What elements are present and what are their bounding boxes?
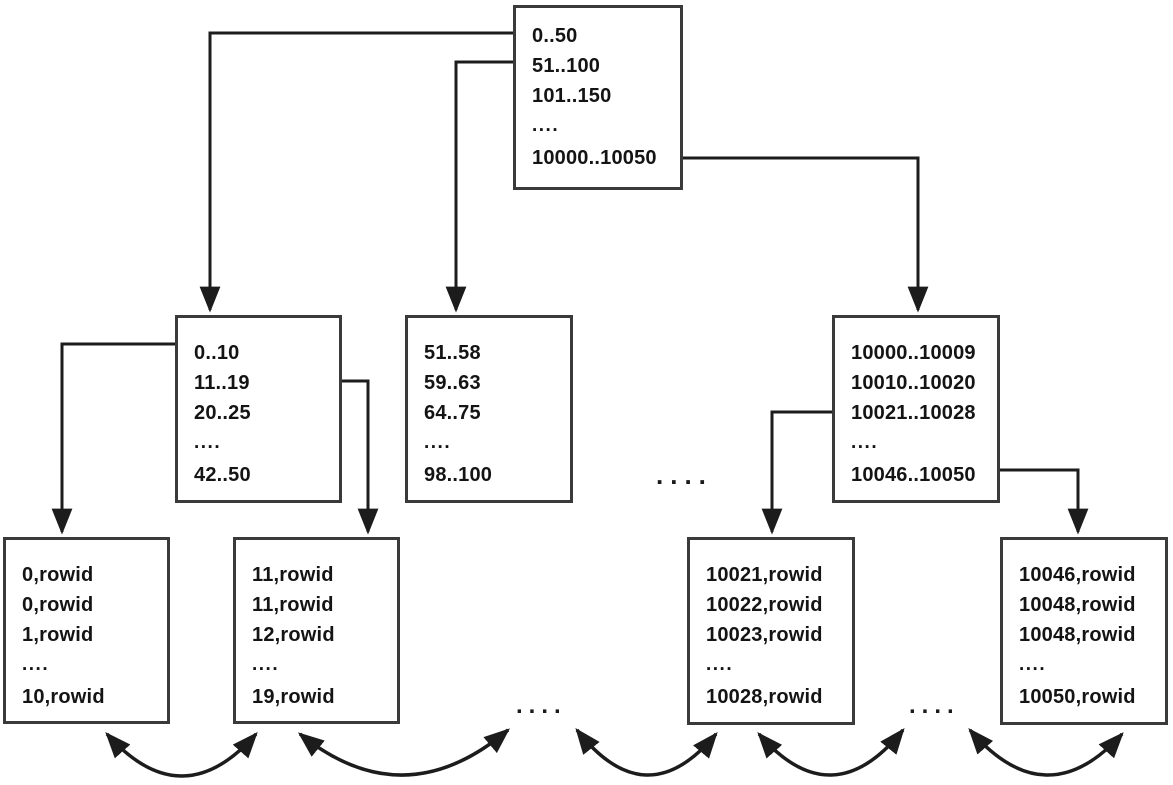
node-entry: 10000..10050 [532,147,657,169]
node-entry: 42..50 [194,464,251,486]
node-root: 0..50 51..100 101..150 .... 10000..10050 [513,5,683,190]
edge-root-to-branch1 [199,31,513,313]
node-entry: 0,rowid [22,594,94,616]
node-entry: 10000..10009 [851,342,976,364]
arc-leaf1-leaf2 [105,732,258,778]
node-entry: 10046,rowid [1019,564,1136,586]
node-entry: 10048,rowid [1019,624,1136,646]
node-entry: 10022,rowid [706,594,823,616]
node-leaf3: 10021,rowid 10022,rowid 10023,rowid ....… [687,537,855,725]
node-entry: 11,rowid [252,594,334,616]
node-entry: 0..50 [532,25,578,47]
node-entry: 51..58 [424,342,481,364]
edge-branch3-to-leaf3 [761,410,832,535]
node-entry: 0..10 [194,342,240,364]
node-entry: 10023,rowid [706,624,823,646]
node-entry: 11,rowid [252,564,334,586]
node-entry: 1,rowid [22,624,94,646]
ellipsis-branch-level: .... [656,460,713,490]
node-leaf1: 0,rowid 0,rowid 1,rowid .... 10,rowid [3,537,170,724]
ellipsis-leaf-gap-1: .... [516,692,567,719]
ellipsis-leaf-gap-2: .... [909,692,960,719]
node-entry: 0,rowid [22,564,94,586]
node-leaf2: 11,rowid 11,rowid 12,rowid .... 19,rowid [233,537,400,724]
node-entry-ellipsis: .... [1019,654,1047,675]
node-branch1: 0..10 11..19 20..25 .... 42..50 [175,315,342,503]
node-entry: 59..63 [424,372,481,394]
node-entry: 101..150 [532,85,612,107]
node-entry: 10021..10028 [851,402,976,424]
node-entry: 12,rowid [252,624,335,646]
node-entry: 10,rowid [22,686,105,708]
node-entry-ellipsis: .... [851,432,879,453]
arc-leaf2-ellipsis1 [297,728,510,777]
node-entry: 20..25 [194,402,251,424]
arc-ellipsis2-leaf4 [968,728,1124,777]
node-entry: 10028,rowid [706,686,823,708]
node-entry-ellipsis: .... [532,115,560,136]
node-entry: 10010..10020 [851,372,976,394]
node-entry: 19,rowid [252,686,335,708]
node-entry: 11..19 [194,372,250,394]
node-entry: 51..100 [532,55,601,77]
node-entry: 10048,rowid [1019,594,1136,616]
node-leaf4: 10046,rowid 10048,rowid 10048,rowid ....… [1000,537,1168,725]
node-branch3: 10000..10009 10010..10020 10021..10028 .… [832,315,1000,503]
node-entry-ellipsis: .... [22,654,50,675]
node-entry: 10050,rowid [1019,686,1136,708]
node-entry-ellipsis: .... [252,654,280,675]
node-entry: 10021,rowid [706,564,823,586]
arc-leaf3-ellipsis2 [757,727,905,777]
node-entry-ellipsis: .... [194,432,222,453]
node-entry: 98..100 [424,464,493,486]
node-entry: 64..75 [424,402,481,424]
edge-root-to-branch3 [683,156,929,313]
node-entry-ellipsis: .... [706,654,734,675]
arc-ellipsis1-leaf3 [575,727,718,777]
node-branch2: 51..58 59..63 64..75 .... 98..100 [405,315,573,503]
edge-branch3-to-leaf4 [1000,468,1089,535]
node-entry-ellipsis: .... [424,432,452,453]
edge-root-to-branch2 [445,60,513,313]
edge-branch1-to-leaf1 [51,342,175,535]
node-entry: 10046..10050 [851,464,976,486]
